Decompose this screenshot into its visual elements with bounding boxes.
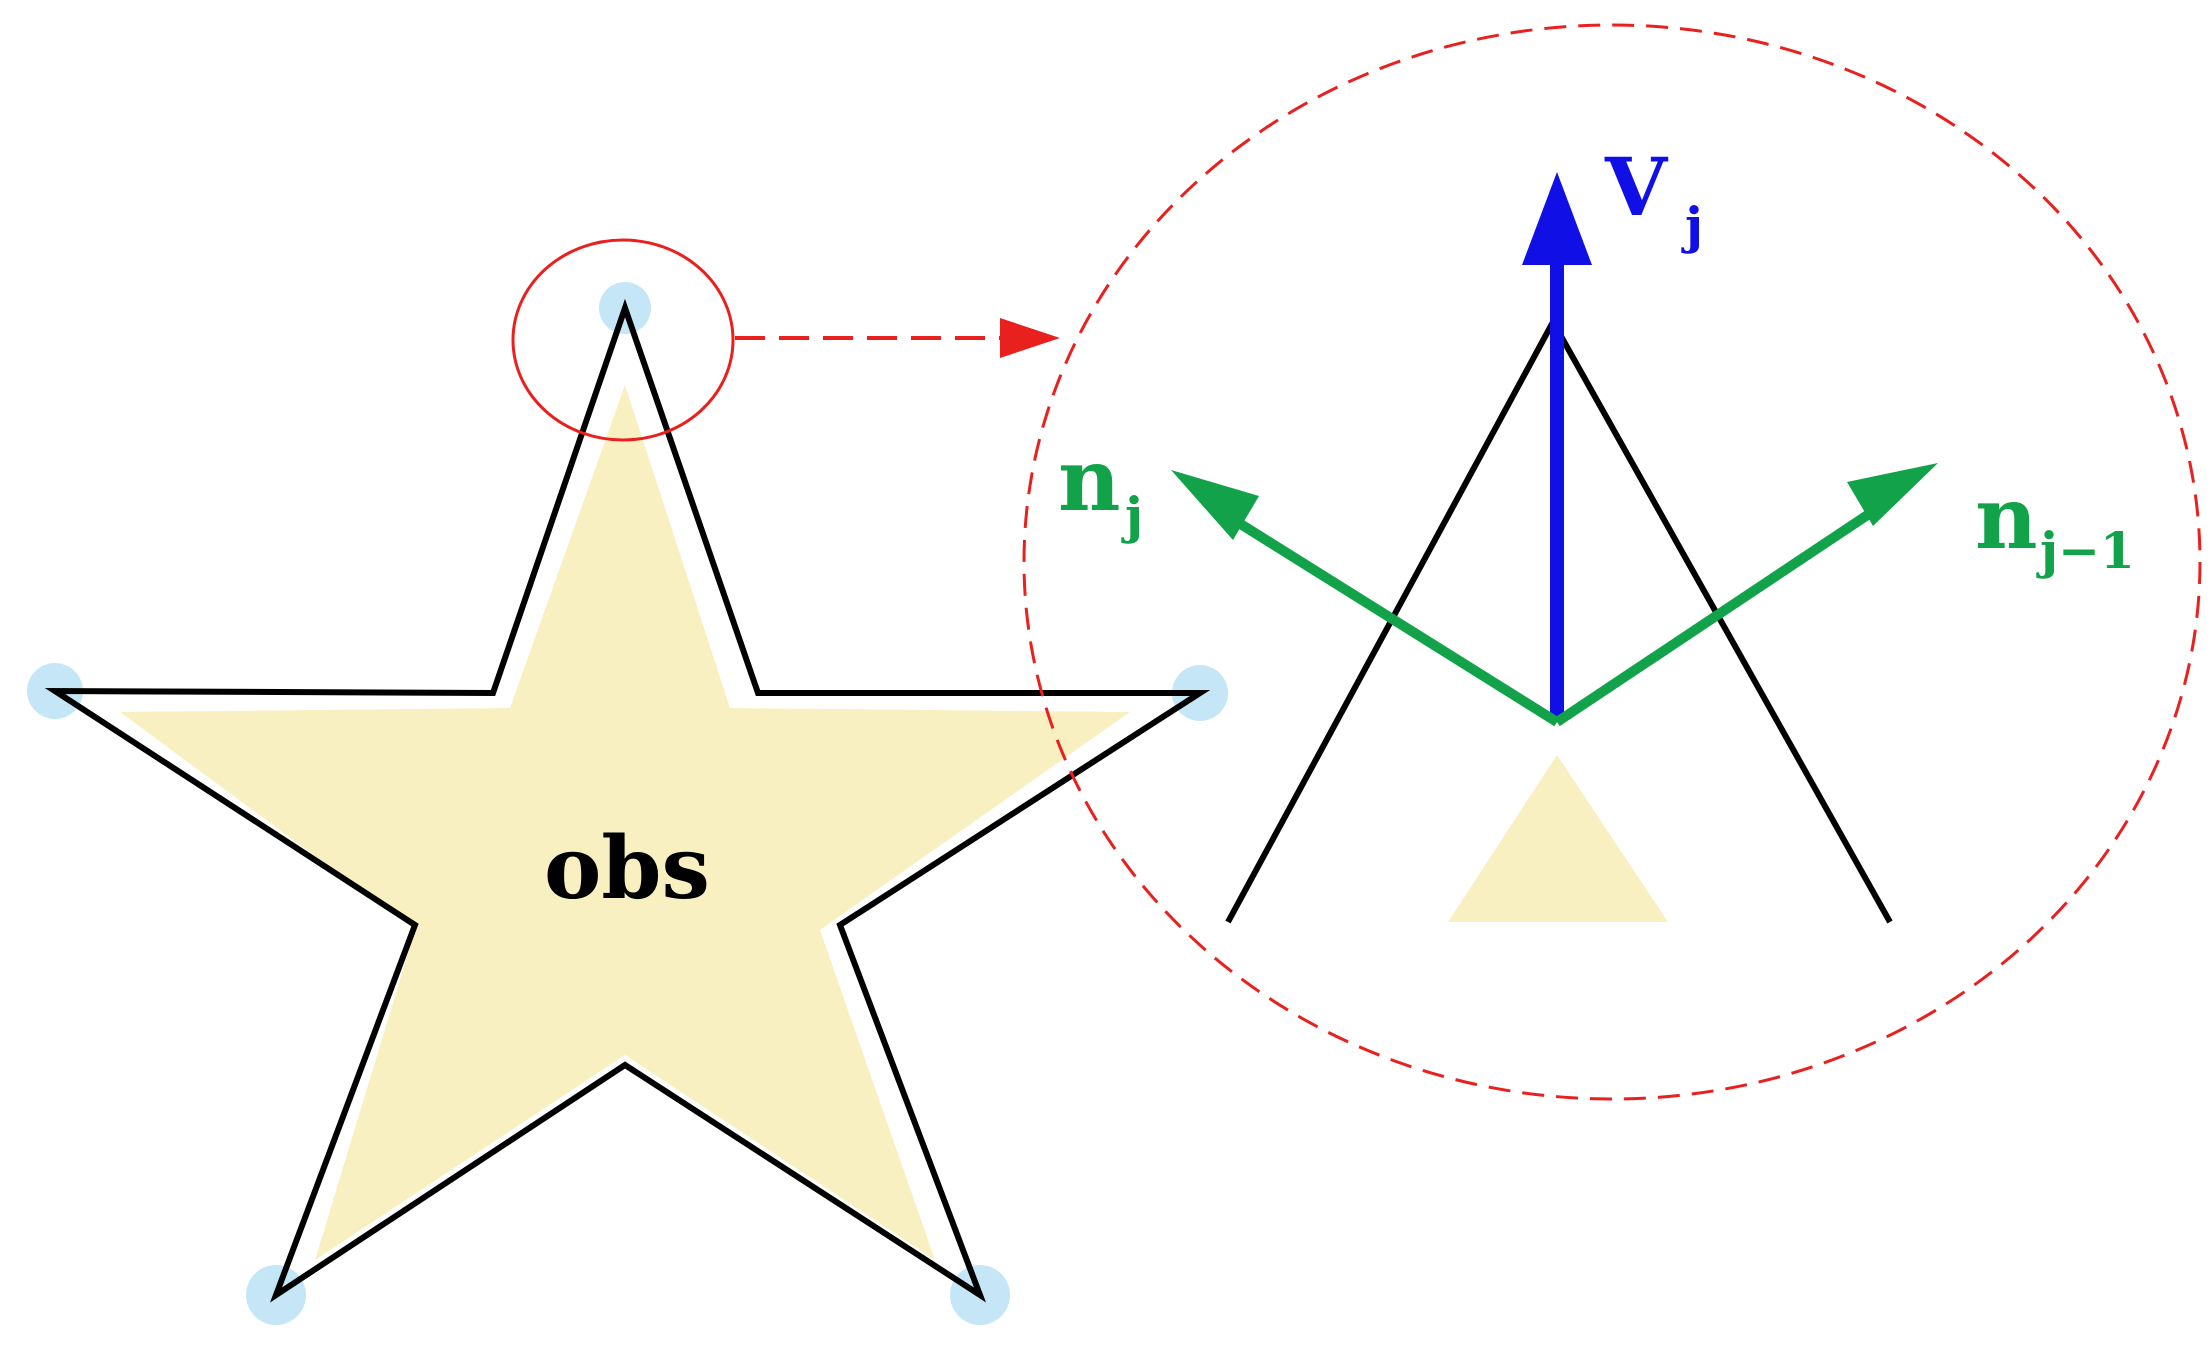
obstacle-fill <box>120 385 1130 1260</box>
velocity-label-symbol: V <box>1604 140 1669 234</box>
normal-right-arrowhead <box>1847 463 1938 526</box>
zoom-connector-arrowhead <box>1000 318 1060 358</box>
normal-right-label-subscript: j−1 <box>2036 521 2135 580</box>
normal-right-label-symbol: n <box>1975 468 2038 569</box>
normal-right-label: n j−1 <box>1975 468 2135 580</box>
obstacle-label: obs <box>544 818 710 919</box>
normal-left-arrow-shaft <box>1212 503 1560 727</box>
normal-left-label: n j <box>1058 430 1143 545</box>
normal-left-arrowhead <box>1171 470 1259 540</box>
normal-left-label-subscript: j <box>1121 486 1143 545</box>
velocity-arrowhead <box>1522 172 1592 265</box>
velocity-label-subscript: j <box>1681 196 1703 255</box>
highlight-circle <box>511 238 735 442</box>
velocity-label: V j <box>1604 140 1703 255</box>
zoom-view: V j n j n j−1 <box>1058 140 2135 924</box>
obstacle-outline <box>44 298 1211 1303</box>
zoom-obstacle-fill <box>1448 755 1668 922</box>
zoom-circle <box>1022 23 2202 1101</box>
normal-right-arrow-shaft <box>1554 495 1893 727</box>
normal-left-label-symbol: n <box>1058 430 1121 531</box>
